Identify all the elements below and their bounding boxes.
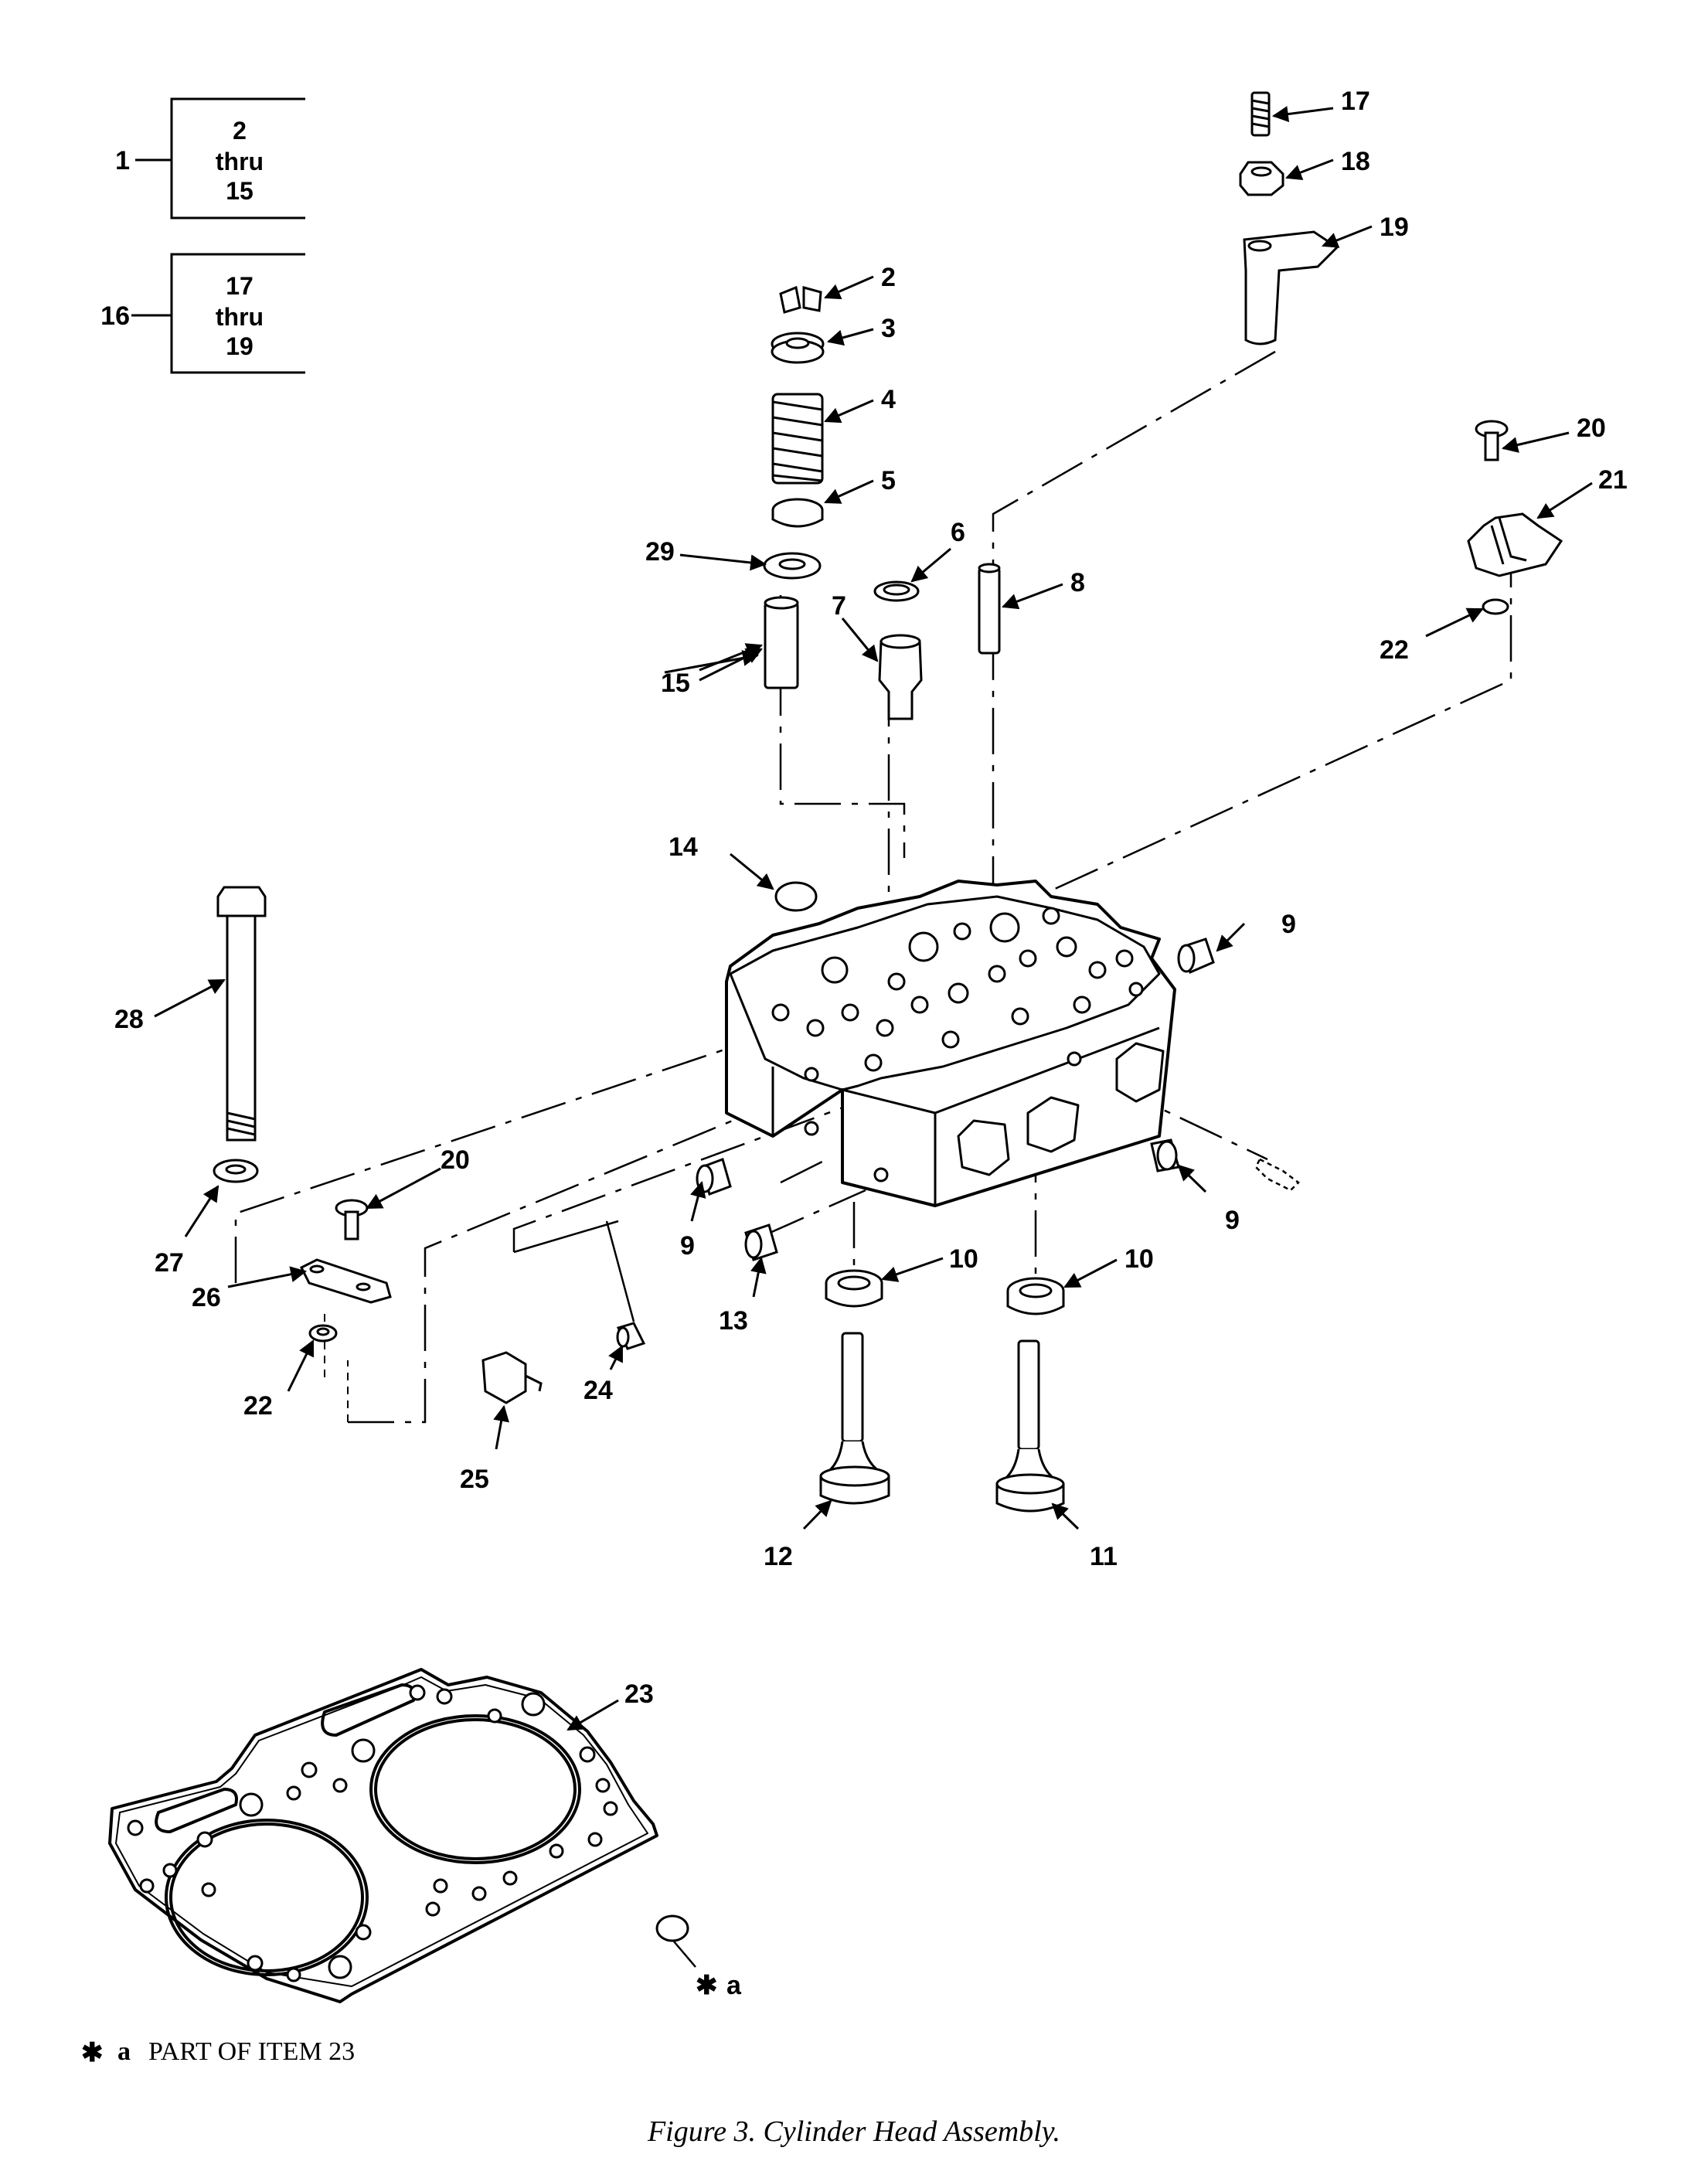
callout-10-right: 10	[1124, 1244, 1154, 1274]
note-text: PART OF ITEM 23	[148, 2037, 355, 2066]
valve-spring	[771, 393, 824, 485]
callout-22-lower: 22	[243, 1391, 273, 1421]
bracket-item-16-from: 17	[226, 272, 253, 300]
ring-a-key: a	[726, 1971, 742, 2000]
valve-seat-insert-10-right	[1006, 1277, 1065, 1315]
callout-12: 12	[764, 1542, 793, 1571]
callout-24: 24	[584, 1376, 613, 1405]
valve-guide-15	[764, 596, 799, 689]
valve-12	[819, 1332, 890, 1505]
locating-line-25	[513, 1220, 619, 1254]
injector-sleeve-7	[878, 634, 923, 720]
plug-9-left	[696, 1158, 732, 1196]
bracket-item-1-to: 15	[226, 177, 253, 205]
bracket-item-1-thru: thru	[216, 148, 264, 175]
bracket-item-1	[135, 97, 305, 220]
plug-9-right	[1150, 1138, 1180, 1172]
figure-caption: Figure 3. Cylinder Head Assembly.	[647, 2115, 1060, 2148]
callout-20-lower: 20	[441, 1145, 470, 1175]
bracket-item-16-to: 19	[226, 332, 253, 360]
ring-a	[655, 1914, 689, 1942]
callout-19: 19	[1380, 213, 1409, 242]
head-gasket-holes	[127, 1684, 618, 1982]
callout-14: 14	[669, 832, 698, 862]
callout-10-left: 10	[949, 1244, 978, 1274]
callout-leaders	[154, 106, 1593, 1530]
cylinder-head-holes	[771, 907, 1144, 1183]
ring-a-marker: ✱	[696, 1971, 718, 2000]
bracket-item-16	[131, 253, 305, 374]
clamp-21	[1467, 512, 1563, 577]
callout-25: 25	[460, 1465, 489, 1494]
callout-15: 15	[661, 669, 690, 698]
callout-9-right: 9	[1225, 1206, 1240, 1235]
callout-9-upper: 9	[1281, 910, 1296, 939]
note-key: a	[117, 2037, 131, 2066]
bracket-item-1-from: 2	[233, 117, 247, 145]
washer-22-lower	[308, 1324, 338, 1343]
valve-keys	[779, 285, 822, 314]
locating-line-24	[605, 1220, 635, 1322]
switch-25	[481, 1351, 543, 1404]
callout-22-upper: 22	[1380, 635, 1409, 665]
callout-3: 3	[881, 314, 896, 343]
valve-seat-insert-10-left	[825, 1269, 883, 1308]
callout-9-left: 9	[680, 1231, 695, 1261]
callout-2: 2	[881, 263, 896, 292]
head-gasket-23	[108, 1668, 658, 2003]
bracket-item-16-number: 16	[100, 301, 130, 331]
plug-14	[774, 881, 818, 912]
valve-spring-retainer	[771, 332, 825, 364]
callout-28: 28	[114, 1005, 144, 1034]
tube-8	[978, 563, 1001, 655]
callout-8: 8	[1070, 568, 1085, 597]
washer-22-upper	[1482, 598, 1509, 615]
callout-23: 23	[624, 1679, 654, 1709]
valve-seal-29	[763, 552, 822, 580]
bracket-item-16-thru: thru	[216, 303, 264, 331]
callout-26: 26	[192, 1283, 221, 1312]
callout-29: 29	[645, 537, 675, 567]
callout-13: 13	[719, 1306, 748, 1336]
washer-27	[213, 1159, 259, 1183]
bracket-item-1-number: 1	[115, 146, 130, 175]
callout-17: 17	[1341, 87, 1370, 116]
ring-a-leader	[673, 1941, 696, 1968]
callout-6: 6	[951, 518, 965, 547]
sealing-ring-6	[873, 580, 920, 602]
screw-20-upper	[1475, 420, 1509, 461]
plug-9-upper	[1177, 938, 1215, 975]
valve-11	[995, 1339, 1065, 1513]
head-bolt-28	[216, 886, 267, 1142]
callout-5: 5	[881, 466, 896, 495]
bracket-19	[1243, 230, 1339, 345]
plate-26	[299, 1258, 392, 1304]
stud-17	[1250, 91, 1271, 137]
valve-spring-seat	[771, 498, 824, 528]
nut-18	[1239, 161, 1284, 196]
screw-20-lower	[335, 1199, 369, 1240]
plug-13	[744, 1223, 778, 1261]
callout-18: 18	[1341, 147, 1370, 176]
callout-27: 27	[155, 1248, 184, 1278]
callout-numbers: 2 3 4 5 6 7 8 9 9 9 10 10 11 12 13 14 15…	[114, 87, 1628, 1709]
assembly-centerlines	[234, 350, 1512, 1424]
note-marker: ✱	[81, 2038, 104, 2067]
callout-21: 21	[1598, 465, 1628, 495]
fitting-24	[616, 1322, 646, 1350]
callout-11: 11	[1090, 1542, 1118, 1571]
leader-23	[566, 1699, 619, 1731]
dowel-pin	[1254, 1158, 1300, 1192]
callout-7: 7	[832, 591, 846, 621]
callout-4: 4	[881, 385, 896, 414]
callout-20-upper: 20	[1577, 413, 1606, 443]
